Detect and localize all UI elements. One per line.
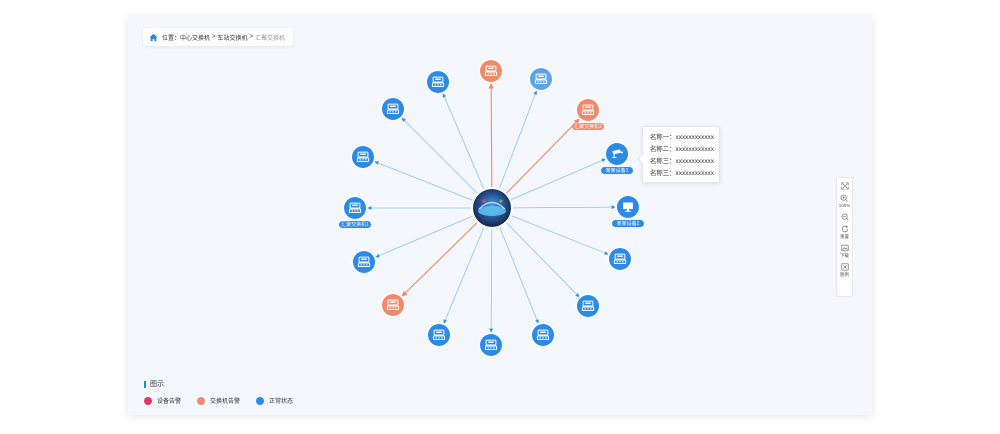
zoom-in-button[interactable]: 100% bbox=[838, 193, 851, 209]
tooltip-row: 名称二：xxxxxxxxxxxx bbox=[650, 146, 714, 153]
legend-title-bar bbox=[144, 380, 146, 388]
edge-n9 bbox=[499, 227, 539, 324]
legend-item-label: 交换机告警 bbox=[210, 399, 241, 405]
edge-n16 bbox=[401, 117, 478, 194]
breadcrumb-separator: > bbox=[212, 34, 216, 40]
edge-n13 bbox=[375, 215, 473, 258]
node-n3[interactable] bbox=[528, 66, 554, 92]
edge-n10 bbox=[489, 228, 494, 333]
zoom-level: 100% bbox=[838, 203, 851, 208]
node-n1[interactable] bbox=[425, 69, 451, 95]
edge-n8 bbox=[506, 222, 580, 298]
node-n2[interactable] bbox=[478, 58, 504, 84]
node-label-tag bbox=[339, 221, 371, 228]
node-tooltip: 名称一：xxxxxxxxxxxx 名称二：xxxxxxxxxxxx 名称三：xx… bbox=[642, 126, 720, 183]
edge-n3 bbox=[499, 90, 538, 189]
download-button[interactable]: 下载 bbox=[840, 243, 849, 259]
legend-item-label: 正常状态 bbox=[269, 399, 294, 405]
center-node[interactable] bbox=[471, 187, 513, 229]
reset-button[interactable]: 重置 bbox=[840, 224, 849, 240]
breadcrumb-item-center-switch[interactable]: 中心交换机 bbox=[180, 35, 211, 42]
node-n16[interactable] bbox=[380, 96, 406, 122]
legend: 图示 设备告警 交换机告警 正常状态 bbox=[144, 379, 293, 405]
node-n14[interactable]: 汇聚交换机1 bbox=[339, 195, 371, 229]
graph-toolbar: 100% 重置 下载 图例 bbox=[836, 177, 853, 297]
node-label: 某某设备2 bbox=[617, 220, 640, 227]
legend-dot bbox=[256, 396, 265, 405]
zoom-out-icon bbox=[840, 212, 849, 221]
download-label: 下载 bbox=[840, 253, 849, 258]
node-label: 某某设备1 bbox=[606, 167, 629, 174]
edge-n11 bbox=[443, 227, 485, 324]
node-label-tag bbox=[601, 167, 633, 174]
edge-n12 bbox=[401, 222, 478, 297]
node-n5[interactable]: 某某设备1 bbox=[601, 141, 633, 175]
legend-label: 图例 bbox=[840, 272, 849, 277]
breadcrumb-separator: > bbox=[249, 34, 254, 40]
graph-edges bbox=[367, 83, 616, 333]
node-n7[interactable] bbox=[607, 246, 633, 272]
node-n9[interactable] bbox=[530, 322, 556, 348]
node-n8[interactable] bbox=[575, 293, 601, 319]
legend-icon bbox=[840, 262, 849, 271]
breadcrumb: 位置： 中心交换机 > 车站交换机 > 汇聚交换机 bbox=[143, 28, 294, 46]
breadcrumb-item-station-switch[interactable]: 车站交换机 bbox=[217, 35, 248, 42]
breadcrumb-item-aggregation-switch: 汇聚交换机 bbox=[255, 35, 286, 42]
node-label: 汇聚交换机2 bbox=[574, 123, 602, 130]
home-icon[interactable] bbox=[149, 33, 158, 42]
topology-panel: 位置： 中心交换机 > 车站交换机 > 汇聚交换机 bbox=[128, 15, 872, 415]
fullscreen-button[interactable] bbox=[840, 181, 849, 190]
zoom-out-button[interactable] bbox=[840, 212, 849, 221]
node-label-tag bbox=[612, 220, 644, 227]
node-n10[interactable] bbox=[478, 332, 504, 358]
legend-dot bbox=[144, 396, 152, 405]
breadcrumb-prefix: 位置： bbox=[162, 35, 181, 42]
image-download-icon bbox=[840, 243, 849, 252]
edge-n4 bbox=[506, 118, 580, 194]
edge-n7 bbox=[511, 215, 609, 255]
node-n6[interactable]: 某某设备2 bbox=[612, 194, 644, 228]
tooltip-row: 名称三：xxxxxxxxxxxx bbox=[650, 170, 714, 177]
node-n12[interactable] bbox=[380, 292, 406, 318]
edge-n6 bbox=[512, 205, 616, 210]
zoom-in-icon bbox=[840, 193, 849, 202]
graph-nodes: 汇聚交换机2 某某设备1 某某设备2 汇聚交换机1 bbox=[339, 58, 644, 358]
node-n15[interactable] bbox=[350, 144, 376, 170]
edge-n15 bbox=[374, 161, 473, 201]
legend-item-normal: 正常状态 bbox=[256, 396, 293, 405]
legend-item-device-alarm: 设备告警 bbox=[144, 396, 181, 405]
node-circle bbox=[606, 143, 628, 165]
node-n13[interactable] bbox=[351, 249, 377, 275]
refresh-icon bbox=[840, 224, 849, 233]
legend-title: 图示 bbox=[150, 381, 164, 388]
expand-icon bbox=[840, 181, 849, 190]
edge-n5 bbox=[511, 158, 606, 201]
node-label: 汇聚交换机1 bbox=[341, 221, 369, 228]
legend-dot bbox=[197, 396, 206, 405]
reset-label: 重置 bbox=[840, 234, 849, 239]
tooltip-row: 名称一：xxxxxxxxxxxx bbox=[650, 134, 714, 141]
legend-button[interactable]: 图例 bbox=[840, 262, 849, 278]
edge-n2 bbox=[488, 83, 494, 188]
legend-item-switch-alarm: 交换机告警 bbox=[197, 396, 240, 405]
node-n4[interactable]: 汇聚交换机2 bbox=[572, 97, 604, 131]
node-n11[interactable] bbox=[426, 322, 452, 348]
node-label-tag bbox=[572, 123, 604, 130]
topology-graph: 汇聚交换机2 某某设备1 某某设备2 汇聚交换机1 bbox=[339, 58, 644, 358]
edge-n1 bbox=[442, 93, 485, 189]
tooltip-row: 名称三：xxxxxxxxxxxx bbox=[650, 158, 714, 165]
legend-item-label: 设备告警 bbox=[157, 399, 182, 405]
